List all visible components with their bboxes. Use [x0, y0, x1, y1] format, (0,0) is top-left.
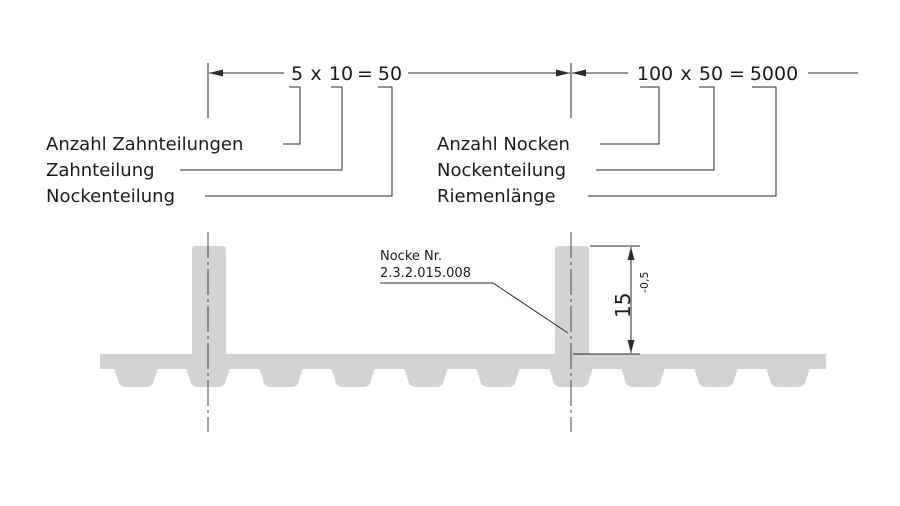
- left-formula: 5 x 10 = 50: [291, 63, 402, 85]
- left-formula-count: 5: [291, 63, 303, 85]
- label-anzahl-nocken: Anzahl Nocken: [437, 134, 570, 155]
- label-anzahl-zahnteilungen: Anzahl Zahnteilungen: [46, 134, 243, 155]
- cam-callout-title: Nocke Nr.: [380, 249, 442, 264]
- left-formula-times: x: [310, 63, 321, 85]
- belt-teeth: [114, 368, 810, 387]
- cam-callout: Nocke Nr. 2.3.2.015.008: [380, 249, 569, 334]
- left-formula-pitch: 10: [329, 63, 353, 85]
- right-formula-equals: =: [729, 63, 745, 85]
- leaders-right: [588, 86, 777, 197]
- belt-tooth: [476, 368, 520, 387]
- dimension-line-left: [209, 69, 570, 77]
- belt-tooth: [186, 368, 230, 387]
- right-formula: 100 x 50 = 5000: [637, 63, 798, 85]
- right-formula-result: 5000: [750, 63, 798, 85]
- cam-callout-leader: [380, 282, 569, 334]
- belt-tooth: [114, 368, 158, 387]
- right-formula-pitch: 50: [699, 63, 723, 85]
- arrow-head-icon: [209, 69, 223, 77]
- label-zahnteilung: Zahnteilung: [46, 160, 155, 181]
- belt-tooth: [694, 368, 738, 387]
- belt-tooth: [331, 368, 375, 387]
- left-formula-equals: =: [357, 63, 373, 85]
- dimension-line-right: [572, 69, 858, 77]
- label-nockenteilung-left: Nockenteilung: [46, 186, 175, 207]
- cam-height-tolerance: -0,5: [638, 272, 651, 293]
- arrow-head-icon: [572, 69, 586, 77]
- cam-height-value: 15: [611, 293, 635, 318]
- right-formula-count: 100: [637, 63, 673, 85]
- cam-callout-part-number: 2.3.2.015.008: [380, 266, 471, 281]
- belt-tooth: [621, 368, 665, 387]
- cam-right: [555, 246, 589, 358]
- right-formula-times: x: [680, 63, 691, 85]
- belt-body: [100, 354, 826, 369]
- belt-tooth: [404, 368, 448, 387]
- belt-tooth: [549, 368, 593, 387]
- cam-height-dimension: 15 -0,5: [573, 245, 651, 355]
- leaders-left: [180, 86, 393, 197]
- arrow-head-icon: [627, 340, 635, 353]
- arrow-head-icon: [556, 69, 570, 77]
- belt-tooth: [766, 368, 810, 387]
- label-nockenteilung-right: Nockenteilung: [437, 160, 566, 181]
- cam-left: [192, 246, 226, 358]
- label-riemenlaenge: Riemenlänge: [437, 186, 556, 207]
- left-formula-result: 50: [378, 63, 402, 85]
- belt-tooth: [259, 368, 303, 387]
- arrow-head-icon: [627, 247, 635, 260]
